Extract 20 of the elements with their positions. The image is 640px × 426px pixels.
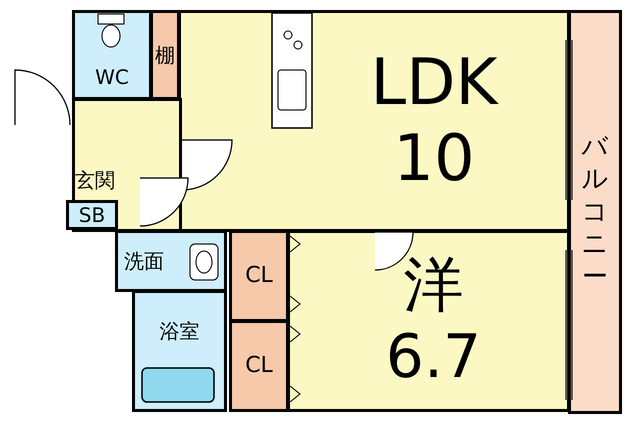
room-label: SB [78,205,106,225]
room-label: LDK [370,51,498,115]
room-label: 洗面 [124,251,164,271]
room-label: CL [245,265,273,287]
room-label: 玄関 [75,170,115,190]
room-label: WC [95,67,129,87]
room-label: 棚 [155,45,175,65]
room-label: CL [245,355,273,377]
room-area [178,10,570,232]
room-area [150,10,180,100]
room-area [229,320,289,412]
room-label: バルコニー [581,130,609,294]
room-label: 洋 [404,255,464,315]
room-area [287,230,570,412]
balcony-area [568,10,622,414]
room-area [229,230,289,322]
room-area [66,200,118,230]
room-label: 浴室 [160,321,200,341]
room-label: 10 [393,127,475,191]
room-label: 6.7 [386,327,482,387]
